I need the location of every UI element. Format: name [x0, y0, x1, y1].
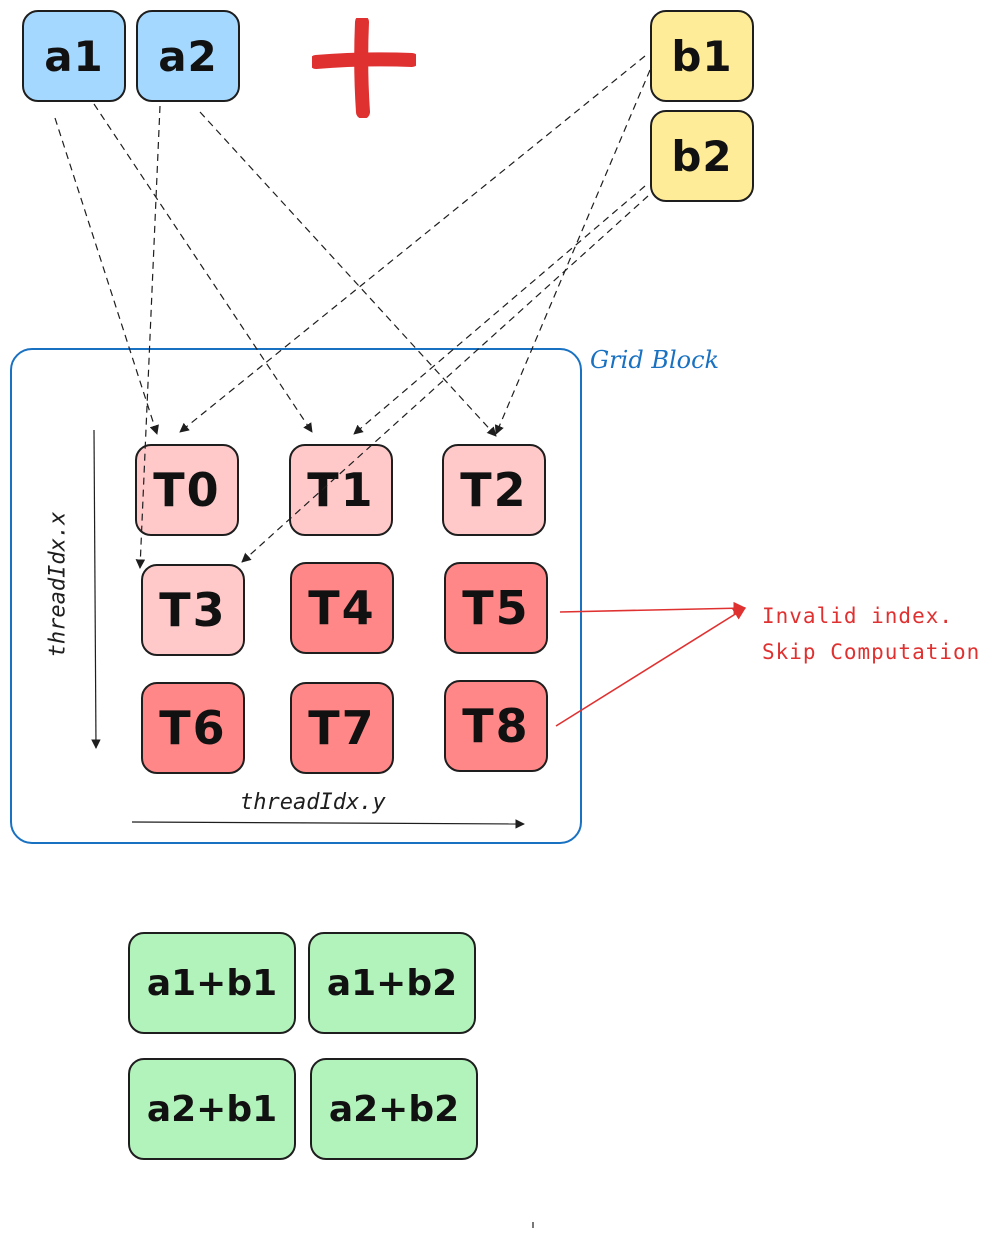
result-a1-b2-label: a1+b2 [326, 962, 458, 1004]
thread-t0-label: T0 [153, 463, 221, 517]
grid-block-frame [10, 348, 582, 844]
note-line-2: Skip Computation [762, 640, 981, 664]
result-a1-b1: a1+b1 [128, 932, 296, 1034]
input-a1: a1 [22, 10, 126, 102]
arrow-t8-note [555, 607, 747, 727]
thread-t2: T2 [442, 444, 546, 536]
thread-t6-label: T6 [159, 701, 227, 755]
result-a2-b2-label: a2+b2 [328, 1088, 460, 1130]
arrow-b1-t0 [179, 55, 646, 433]
input-b1: b1 [650, 10, 754, 102]
thread-t7-label: T7 [308, 701, 376, 755]
thread-t4: T4 [290, 562, 394, 654]
result-a1-b2: a1+b2 [308, 932, 476, 1034]
arrow-a1-t0 [54, 117, 159, 435]
plus-icon [312, 18, 416, 118]
arrow-b2-t3 [241, 195, 649, 563]
result-a1-b1-label: a1+b1 [146, 962, 278, 1004]
thread-t5-label: T5 [462, 581, 530, 635]
thread-t5: T5 [444, 562, 548, 654]
thread-t3-label: T3 [159, 583, 227, 637]
input-a2: a2 [136, 10, 240, 102]
arrow-a1-t1 [93, 103, 313, 433]
input-b2: b2 [650, 110, 754, 202]
thread-idx-x-axis-arrow [91, 429, 101, 749]
arrow-b1-t2 [494, 69, 651, 435]
thread-t4-label: T4 [308, 581, 376, 635]
grid-block-title: Grid Block [590, 346, 720, 374]
result-a2-b1-label: a2+b1 [146, 1088, 278, 1130]
thread-idx-y-label: threadIdx.y [240, 790, 386, 815]
input-a2-label: a2 [158, 31, 218, 81]
arrow-b2-t1 [353, 185, 646, 435]
arrow-a2-t3 [135, 105, 161, 569]
result-a2-b1: a2+b1 [128, 1058, 296, 1160]
thread-t2-label: T2 [460, 463, 528, 517]
thread-t3: T3 [141, 564, 245, 656]
arrow-a2-t2 [199, 111, 497, 437]
input-a1-label: a1 [44, 31, 104, 81]
thread-t6: T6 [141, 682, 245, 774]
invalid-index-note: Invalid index. Skip Computation [762, 598, 980, 670]
thread-t8-label: T8 [462, 699, 530, 753]
input-b1-label: b1 [671, 31, 733, 81]
thread-t8: T8 [444, 680, 548, 772]
note-line-1: Invalid index. [762, 604, 954, 628]
thread-t1-label: T1 [307, 463, 375, 517]
thread-t1: T1 [289, 444, 393, 536]
arrow-t5-note [559, 601, 747, 615]
thread-idx-y-axis-arrow [131, 819, 525, 829]
thread-t7: T7 [290, 682, 394, 774]
result-a2-b2: a2+b2 [310, 1058, 478, 1160]
input-b2-label: b2 [671, 131, 733, 181]
thread-t0: T0 [135, 444, 239, 536]
